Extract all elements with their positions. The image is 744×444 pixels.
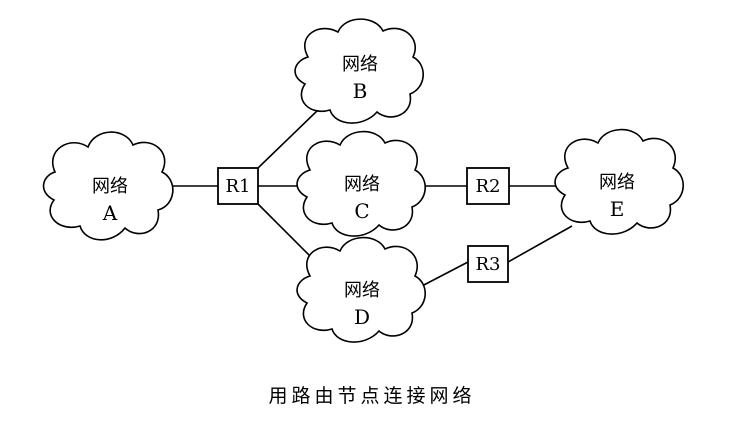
network-b-letter: B	[353, 79, 368, 103]
network-e-title: 网络	[599, 172, 635, 193]
network-d-title: 网络	[344, 280, 380, 301]
link-d-r3	[419, 261, 469, 288]
cloud-d-outline	[296, 236, 426, 343]
network-b-cloud: 网络 B	[294, 18, 424, 124]
router-r2: R2	[466, 167, 510, 205]
network-d-cloud: 网络 D	[296, 236, 426, 343]
network-c-cloud: 网络 C	[296, 130, 426, 237]
router-r3-box	[467, 245, 509, 283]
network-d-letter: D	[354, 305, 370, 329]
cloud-b-outline	[294, 18, 424, 124]
network-b-title: 网络	[342, 54, 378, 75]
router-r2-box	[466, 167, 510, 205]
router-r3-label: R3	[475, 254, 500, 275]
network-a-cloud: 网络 A	[42, 131, 174, 241]
link-r1-b	[257, 109, 319, 169]
link-r3-e	[507, 225, 573, 263]
cloud-e-outline	[554, 128, 684, 235]
network-c-letter: C	[354, 199, 369, 223]
router-r1-label: R1	[225, 176, 250, 197]
cloud-c-outline	[296, 130, 426, 237]
router-r3: R3	[467, 245, 509, 283]
network-a-title: 网络	[92, 176, 128, 197]
network-c-title: 网络	[344, 174, 380, 195]
router-r2-label: R2	[475, 176, 500, 197]
cloud-a-outline	[42, 131, 174, 241]
network-a-letter: A	[102, 201, 118, 225]
diagram-caption: 用路由节点连接网络	[268, 385, 475, 407]
network-e-cloud: 网络 E	[554, 128, 684, 235]
network-e-letter: E	[610, 197, 625, 221]
router-r1: R1	[217, 167, 259, 205]
router-r1-box	[217, 167, 259, 205]
